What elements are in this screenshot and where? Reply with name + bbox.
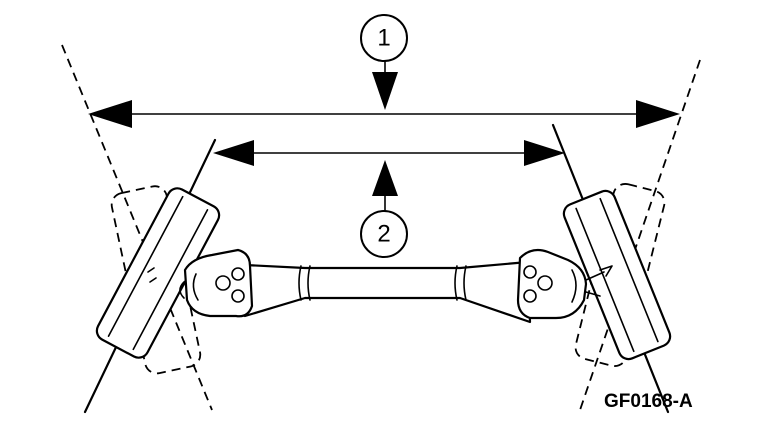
left-steering-knuckle <box>147 248 254 318</box>
right-steering-knuckle <box>516 248 613 320</box>
figure-id-label: GF0168-A <box>604 391 693 412</box>
left-tire <box>95 187 221 359</box>
callout-2: 2 <box>360 160 408 258</box>
right-reference-line-dashed <box>579 59 701 411</box>
axle-beam <box>243 260 532 324</box>
dimension-line-2 <box>213 140 565 166</box>
right-tire <box>562 189 672 361</box>
callout-1: 1 <box>360 14 408 110</box>
callout-1-number: 1 <box>377 24 390 51</box>
dimension-line-1 <box>88 100 680 128</box>
callout-2-number: 2 <box>377 220 390 247</box>
left-reference-line-dashed <box>61 44 213 411</box>
